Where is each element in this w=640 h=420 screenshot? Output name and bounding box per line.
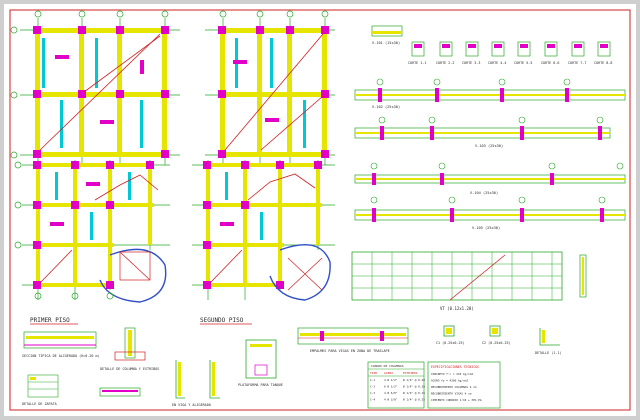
notes-title: ESPECIFICACIONES TECNICAS [431, 365, 479, 369]
detail-label-typical: SECCION TIPICA DE ALIGERADO (H=0.20 m) [22, 354, 100, 358]
cut-label-4: CORTE 4-4 [488, 61, 506, 65]
beam-elevation-1: V-102 (25x30) [354, 78, 626, 109]
table-cell: Ø 1/4" @ 0.25 [403, 397, 425, 402]
detail-label-footing: DETALLE DE ZAPATA [22, 402, 57, 406]
detail-columns-pair: C1 (0.25x0.25) C2 (0.25x0.25) [436, 325, 511, 345]
plan-upper-left [10, 10, 180, 165]
detail-stairs: DETALLE (1-1) [535, 328, 562, 355]
detail-label-overlap: EMPALMES PARA VIGAS EN ZONA DE TRASLAPE [310, 349, 390, 353]
detail-typical-section: SECCION TIPICA DE ALIGERADO (H=0.20 m) [22, 331, 100, 358]
beam-label-4: V-105 (25x30) [472, 226, 500, 230]
table-header-0: TIPO [370, 371, 377, 375]
beam-label-3: V-104 (25x30) [470, 191, 498, 195]
table-cell: Ø 1/4" @ 0.15 [403, 390, 425, 395]
cut-label-8: CORTE 8-8 [594, 61, 612, 65]
column-schedule: CUADRO DE COLUMNAS TIPO ACERO ESTRIBOS C… [367, 361, 425, 409]
detail-label-beam-joint: EN VIGA Y ALIGERADO [172, 403, 211, 407]
plan-title-second-floor: SEGUNDO PISO [200, 317, 244, 324]
table-header-1: ACERO [384, 371, 393, 375]
detail-label-column: DETALLE DE COLUMNA Y ESTRIBOS [100, 367, 159, 371]
beam-elevation-4: V-105 (25x30) [354, 196, 626, 230]
detail-footing [99, 387, 141, 397]
beam-elevation-3: V-104 (25x30) [354, 162, 626, 195]
table-cell: Ø 1/4" @ 0.20 [403, 377, 425, 382]
table-cell: C-4 [370, 398, 375, 402]
notes-box: ESPECIFICACIONES TECNICAS CONCRETO f'c =… [427, 361, 501, 409]
cut-label-2: CORTE 2-2 [436, 61, 454, 65]
cut-label-1: CORTE 1-1 [408, 61, 426, 65]
cut-label-3: CORTE 3-3 [462, 61, 480, 65]
plan-title-first-floor: PRIMER PISO [30, 317, 70, 324]
table-cell: 4 Ø 3/8" [384, 397, 398, 402]
detail-label-stairs: DETALLE (1-1) [535, 351, 562, 355]
detail-platform: PLATAFORMA PARA TANQUE [238, 339, 283, 387]
table-cell: C-2 [370, 385, 375, 389]
note-item: ACERO fy = 4200 kg/cm2 [431, 379, 468, 383]
sheet-border [9, 9, 631, 411]
cut-label-6: CORTE 6-6 [541, 61, 559, 65]
detail-label-col-a: C1 (0.25x0.25) [436, 341, 465, 345]
beam-elevation-2: V-103 (25x30) [354, 116, 611, 148]
detail-label-col-b: C2 (0.25x0.25) [482, 341, 511, 345]
note-item: CIMIENTO CORRIDO 1:10 + 30% PG [431, 398, 482, 402]
beam-label-2: V-103 (25x30) [475, 144, 503, 148]
plan-second-floor: SEGUNDO PISO [192, 160, 335, 325]
table-title: CUADRO DE COLUMNAS [371, 364, 404, 368]
table-cell: C-1 [370, 378, 375, 382]
wall-grid: VT (0.12x1.20) [351, 251, 587, 311]
detail-column-table-small: DETALLE DE ZAPATA [22, 374, 59, 406]
plan-first-floor: PRIMER PISO [14, 160, 170, 325]
section-label-0: V-101 (15x30) [372, 41, 400, 45]
table-cell: 4 Ø 1/2" [384, 377, 398, 382]
table-cell: 4 Ø 5/8" [384, 390, 398, 395]
detail-beam-joint: EN VIGA Y ALIGERADO [172, 360, 220, 407]
detail-column: DETALLE DE COLUMNA Y ESTRIBOS [100, 327, 159, 371]
table-cell: 6 Ø 1/2" [384, 384, 398, 389]
note-item: RECUBRIMIENTO COLUMNAS 4 cm [431, 385, 477, 389]
detail-label-platform: PLATAFORMA PARA TANQUE [238, 383, 283, 387]
detail-overlap: EMPALMES PARA VIGAS EN ZONA DE TRASLAPE [297, 327, 409, 353]
table-header-2: ESTRIBOS [403, 371, 418, 375]
wall-label: VT (0.12x1.20) [440, 306, 474, 311]
table-cell: C-3 [370, 391, 375, 395]
section-cuts: V-101 (15x30) CORTE 1-1 CORTE 2-2 CORTE … [371, 25, 612, 65]
table-cell: Ø 1/4" @ 0.20 [403, 384, 425, 389]
plan-upper-right [205, 10, 335, 165]
cut-label-7: CORTE 7-7 [568, 61, 586, 65]
beam-label-1: V-102 (25x30) [372, 105, 400, 109]
section-cut-boxes [411, 41, 611, 57]
note-item: CONCRETO f'c = 210 kg/cm2 [431, 372, 473, 376]
note-item: RECUBRIMIENTO VIGAS 4 cm [431, 392, 472, 396]
cut-label-5: CORTE 5-5 [514, 61, 532, 65]
